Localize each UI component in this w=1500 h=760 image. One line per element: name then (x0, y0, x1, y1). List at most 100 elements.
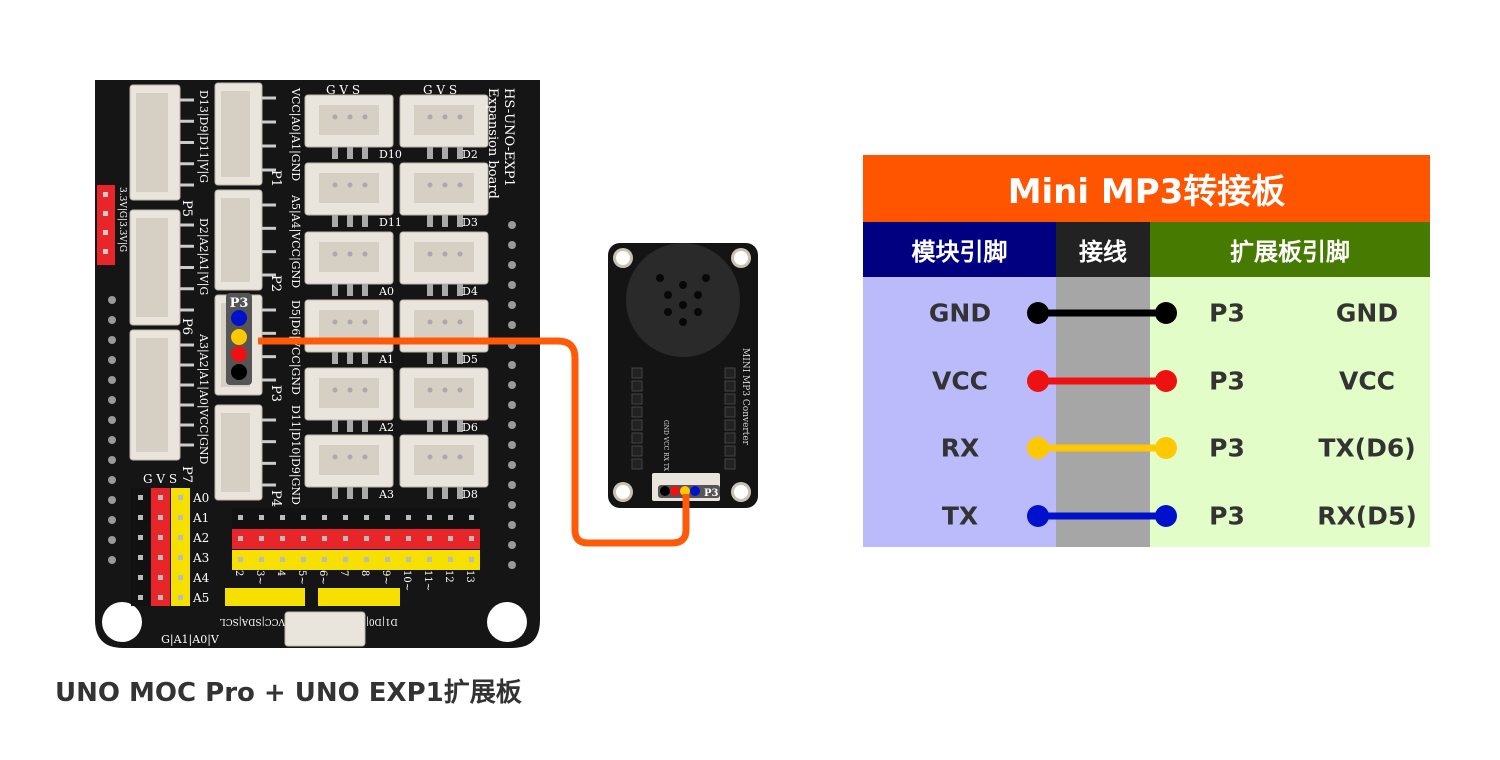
connector-socket (136, 338, 168, 452)
port-pin-label: D13|D9|D11|V|G (196, 90, 210, 183)
power-connector (284, 611, 366, 647)
speaker-hole (664, 291, 672, 299)
connector-socket (319, 445, 379, 475)
header-pin (280, 515, 285, 520)
header-pin (508, 521, 516, 529)
wiring-column (1056, 277, 1150, 547)
header-pin (158, 575, 163, 580)
header-pin (178, 575, 183, 580)
header-pin (508, 281, 516, 289)
digital-label: 9~ (380, 570, 391, 585)
connector-lead (362, 487, 368, 499)
connector-lead (457, 284, 463, 296)
wire-end-dot (1155, 302, 1177, 324)
connector-socket (319, 105, 379, 135)
connector-pin (442, 114, 448, 120)
header-pin (364, 515, 369, 520)
speaker-hole (679, 301, 687, 309)
servo-port-label: D4 (462, 285, 478, 298)
board-pin: VCC (1338, 366, 1396, 395)
wire-end-dot (1027, 437, 1049, 459)
connector-socket (319, 378, 379, 408)
header-pin (631, 432, 643, 444)
board-title: HS-UNO-EXP1 (501, 88, 516, 187)
servo-port-label: D5 (462, 353, 478, 366)
wire-end-dot (1155, 504, 1177, 527)
connector-pin (332, 251, 338, 257)
power-header-label: 3.3V|G|3.3V|G (117, 187, 127, 252)
header-pin (108, 316, 116, 324)
pin-color-dot (231, 346, 247, 362)
orange-cable (258, 337, 690, 547)
gvs-label: G V S (143, 472, 177, 486)
header-pin (508, 561, 516, 569)
header-pin (178, 595, 183, 600)
servo-port-label: A1 (378, 353, 394, 366)
pin-color-dot (231, 329, 247, 345)
analog-label: A3 (192, 551, 209, 565)
speaker-hole (664, 308, 672, 316)
header-pin (108, 516, 116, 524)
connector-pin (427, 114, 433, 120)
pin-header-row (232, 508, 480, 528)
connector-pin (362, 251, 368, 257)
p3-badge-label: P3 (230, 296, 249, 311)
servo-port-label: A3 (378, 488, 394, 501)
servo-port-label: A2 (378, 421, 394, 434)
header-pin (301, 557, 306, 562)
header-pin (724, 458, 736, 470)
wire-end-dot (1155, 369, 1177, 392)
header-pin (178, 535, 183, 540)
wire-line (1038, 444, 1166, 452)
wire-end-dot (1027, 504, 1049, 527)
header-pin (631, 419, 643, 431)
digital-label: 12 (443, 570, 454, 583)
connector-lead (362, 420, 368, 432)
speaker (626, 243, 740, 357)
pin-color-dot (231, 364, 247, 380)
module-pin-column (863, 277, 1056, 547)
header-pin (158, 515, 163, 520)
header-pin (138, 575, 143, 580)
header-pin (427, 557, 432, 562)
i2c-header-label: GND|VCC|SDA|SCL (220, 616, 311, 626)
header-pin (238, 557, 243, 562)
connector-pin (362, 387, 368, 393)
connector-pin (457, 454, 463, 460)
connector-socket (319, 310, 379, 340)
expansion-board: P1P2P3P4P5P6P7VCC|A0|A1|GNDA5|A4|VCC|GND… (95, 80, 540, 648)
header-pin (631, 367, 643, 379)
connector-pin (442, 319, 448, 325)
connector-pin (332, 319, 338, 325)
header-pin (508, 481, 516, 489)
header-pin (178, 495, 183, 500)
board-subtitle: Expansion board (485, 88, 500, 199)
header-pin (158, 535, 163, 540)
port-pin-label: D2|A2|A1|V|G (196, 218, 210, 295)
header-pin (508, 221, 516, 229)
connector-pin (427, 182, 433, 188)
header-pin (631, 380, 643, 392)
wire-line (1038, 377, 1166, 384)
connector-pin (427, 319, 433, 325)
digital-label: 7 (338, 570, 349, 576)
header-pin (138, 555, 143, 560)
board-pin: TX(D6) (1318, 433, 1416, 463)
connector-lead (442, 147, 448, 159)
connector-lead (332, 284, 338, 296)
connector-socket (414, 105, 474, 135)
header-pin (259, 557, 264, 562)
port-label: P7 (179, 466, 194, 483)
connector-pin (347, 454, 353, 460)
connector-lead (427, 147, 433, 159)
servo-port-label: D11 (379, 216, 402, 229)
servo-port-label: A0 (378, 285, 394, 298)
digital-label: 5~ (296, 570, 307, 585)
connector-pin (427, 251, 433, 257)
wire-line (1038, 309, 1166, 317)
connector-pin (362, 114, 368, 120)
module-pin-labels: GND VCC RX TX (662, 420, 669, 472)
connector-socket (414, 310, 474, 340)
header-pin (385, 515, 390, 520)
